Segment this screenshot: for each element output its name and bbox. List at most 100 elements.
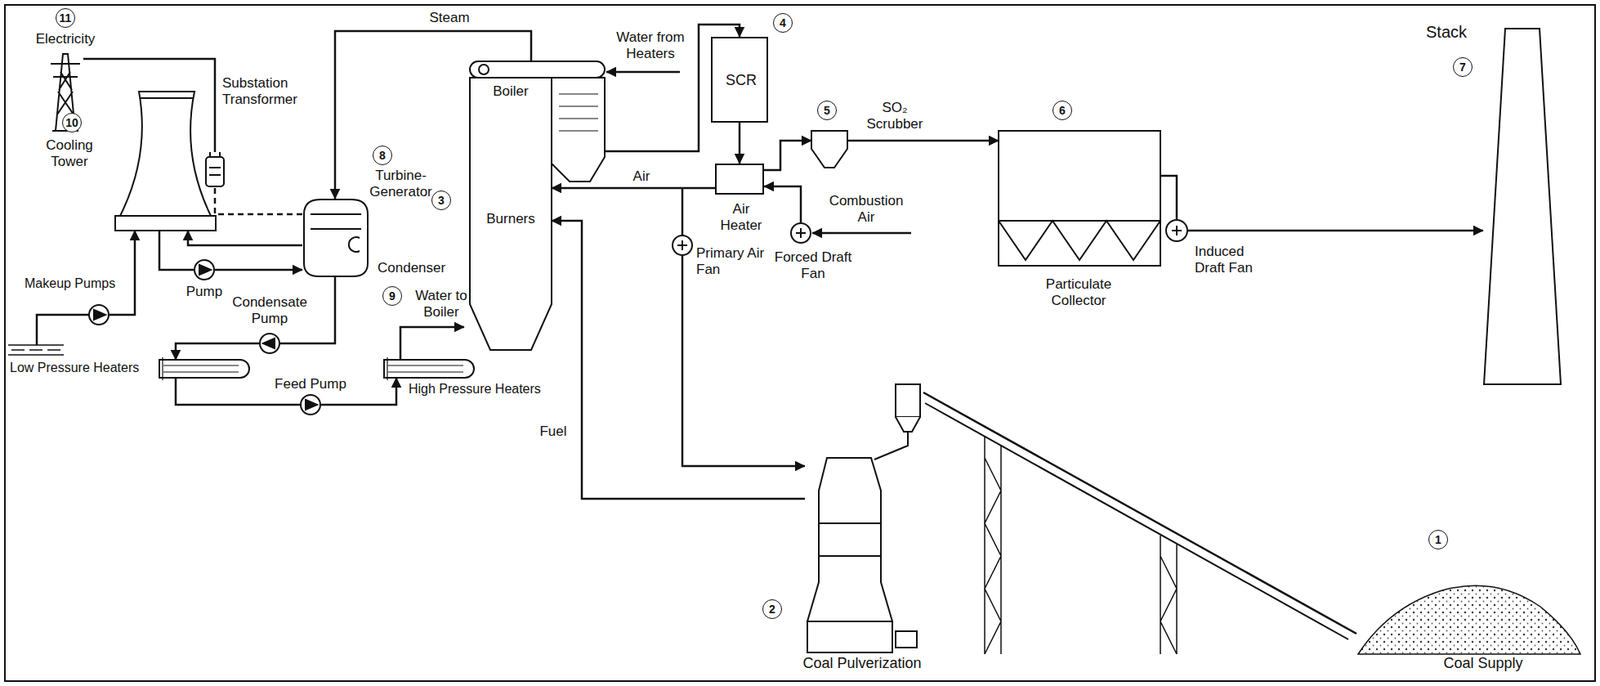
coal-pulverizer bbox=[818, 522, 881, 556]
circulating-pump bbox=[194, 259, 215, 280]
induced-draft-fan bbox=[1166, 219, 1188, 242]
flow-line bbox=[1160, 175, 1177, 219]
particulate-collector bbox=[998, 130, 1161, 266]
equipment-node: Particulate Collector bbox=[998, 130, 1161, 266]
flow-line bbox=[214, 268, 303, 272]
equipment-node: Pump bbox=[193, 259, 215, 281]
callout-number: 7 bbox=[1452, 57, 1473, 77]
condensate-pump bbox=[263, 338, 275, 349]
high-pressure-heater bbox=[384, 359, 474, 378]
equipment-node: Induced Draft Fan bbox=[1165, 218, 1189, 242]
equipment-node: High Pressure Heaters bbox=[384, 359, 474, 378]
frame bbox=[4, 4, 1596, 681]
coal-pulverizer bbox=[874, 431, 908, 460]
boiler bbox=[551, 77, 605, 182]
condensate-pump bbox=[259, 333, 280, 354]
callout-number: 4 bbox=[773, 13, 793, 33]
equipment-node: Low Pressure Heaters bbox=[159, 359, 250, 378]
coal-pulverizer bbox=[895, 416, 921, 432]
transformer-symbol bbox=[205, 156, 224, 187]
forced-draft-fan bbox=[795, 227, 806, 238]
flow-note: Combustion Air bbox=[825, 192, 908, 225]
equipment-box: SCR bbox=[710, 36, 769, 123]
transformer-symbol bbox=[205, 151, 224, 187]
air-duct bbox=[681, 187, 684, 236]
equipment-node: Feed Pump bbox=[299, 393, 322, 416]
flow-line bbox=[738, 122, 742, 164]
low-pressure-heater bbox=[159, 359, 250, 378]
flow-note: Water from Heaters bbox=[608, 29, 693, 62]
equipment-node: Condensate Pump bbox=[259, 332, 281, 354]
cooling-tower bbox=[115, 91, 216, 231]
coal-pulverizer bbox=[895, 384, 921, 417]
turbine-generator bbox=[310, 214, 362, 229]
equipment-node: Makeup Pumps bbox=[88, 303, 110, 326]
equipment-box: Air Heater bbox=[715, 163, 765, 195]
coal-pulverizer bbox=[807, 621, 893, 653]
makeup-pump bbox=[89, 304, 109, 325]
equipment-label: Primary Air Fan bbox=[696, 245, 769, 278]
flow-line bbox=[847, 139, 999, 143]
equipment-label: Pump bbox=[183, 283, 225, 300]
callout-number: 10 bbox=[62, 112, 82, 133]
callout-number: 5 bbox=[817, 100, 837, 121]
conveyor-support bbox=[984, 436, 1177, 654]
flow-line bbox=[187, 230, 303, 246]
turbine-generator bbox=[348, 236, 360, 252]
turbine-generator bbox=[303, 199, 368, 277]
callout-number: 1 bbox=[1428, 529, 1449, 550]
equipment-label: SO₂ Scrubber bbox=[858, 99, 932, 132]
boiler bbox=[558, 93, 599, 131]
makeup-pump bbox=[89, 304, 109, 325]
equipment-label: Makeup Pumps bbox=[24, 276, 131, 291]
so2-scrubber bbox=[811, 130, 848, 168]
coal-pulverizer bbox=[807, 457, 893, 622]
particulate-collector bbox=[998, 130, 1161, 266]
equipment-node: Cooling Tower bbox=[114, 89, 217, 231]
cooling-tower bbox=[115, 215, 216, 231]
boiler bbox=[469, 77, 552, 350]
low-pressure-heater bbox=[159, 357, 250, 380]
circulating-pump bbox=[194, 259, 215, 280]
water-source bbox=[8, 344, 64, 355]
equipment-label: Condensate Pump bbox=[228, 294, 311, 327]
boiler bbox=[478, 64, 489, 75]
flow-line bbox=[551, 220, 805, 499]
cooling-tower bbox=[120, 91, 211, 216]
equipment-label: Burners bbox=[473, 210, 548, 228]
feedwater-arrow bbox=[400, 326, 465, 360]
turbine-generator bbox=[303, 199, 368, 277]
equipment-label: SCR bbox=[712, 71, 770, 90]
flow-label: Steam bbox=[420, 9, 479, 27]
high-pressure-heater bbox=[387, 357, 464, 380]
callout-number: 9 bbox=[382, 286, 403, 306]
equipment-node: SO₂ Scrubber bbox=[811, 130, 848, 168]
feed-pump bbox=[300, 394, 321, 415]
flow-line bbox=[280, 277, 336, 344]
flow-note: Water to Boiler bbox=[406, 287, 476, 320]
conveyor bbox=[925, 402, 1349, 640]
equipment-label: Stack bbox=[1409, 22, 1484, 42]
conveyor-support bbox=[984, 436, 1002, 654]
equipment-label: Cooling Tower bbox=[28, 137, 111, 170]
flow-line bbox=[923, 392, 1357, 634]
flow-line bbox=[109, 230, 135, 315]
equipment-node: Stack bbox=[1483, 28, 1561, 385]
coal-pulverizer bbox=[807, 384, 921, 653]
feed-pump bbox=[300, 394, 321, 415]
water-source bbox=[8, 344, 64, 355]
conveyor-support bbox=[1160, 535, 1177, 654]
circulating-pump bbox=[199, 264, 211, 275]
stack bbox=[1483, 28, 1561, 385]
equipment-label: Forced Draft Fan bbox=[772, 249, 854, 282]
flow-line bbox=[1188, 229, 1484, 233]
equipment-node: Forced Draft Fan bbox=[790, 222, 812, 244]
equipment-label: Boiler bbox=[478, 83, 544, 100]
coal-pulverizer bbox=[895, 630, 917, 648]
equipment-label: Turbine-Generator bbox=[357, 167, 444, 200]
feedwater-arrow bbox=[606, 71, 680, 74]
equipment-node: Primary Air Fan bbox=[671, 234, 693, 256]
equipment-label: Electricity bbox=[24, 31, 107, 48]
flow-label: Air bbox=[621, 168, 662, 185]
flow-line bbox=[551, 187, 716, 190]
